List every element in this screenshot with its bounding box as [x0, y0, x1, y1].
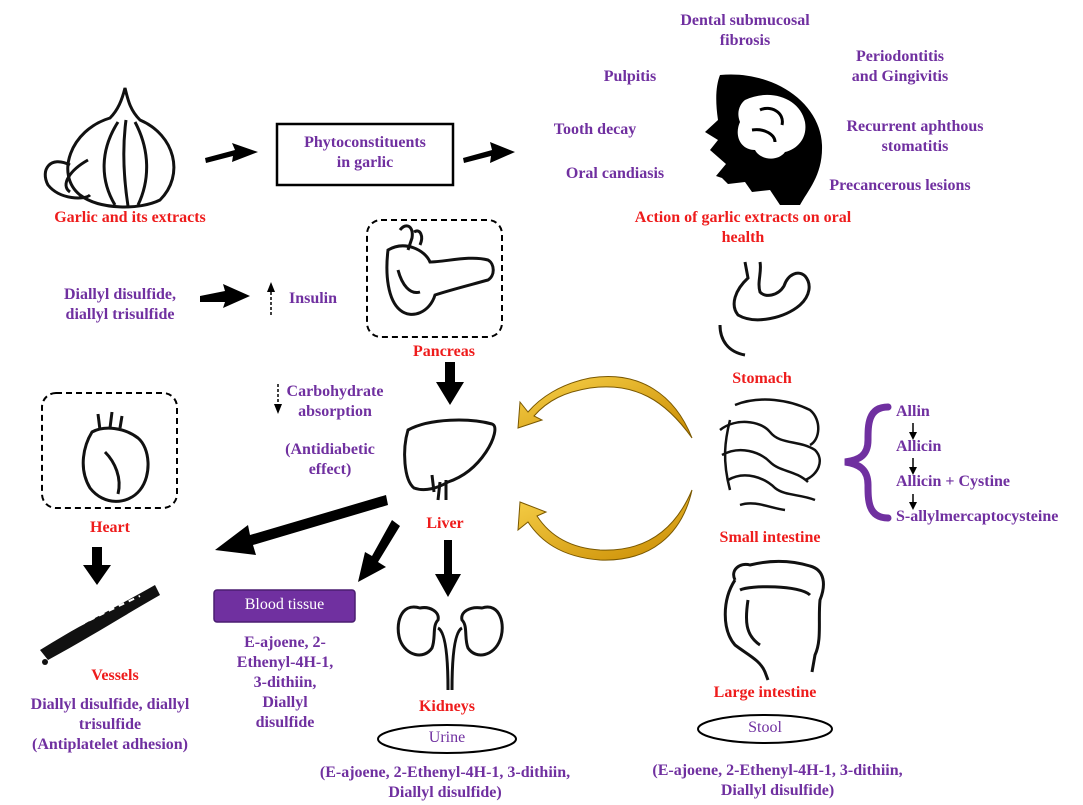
arrow-pancreas-to-liver [436, 362, 464, 405]
insulin-label: Insulin [280, 289, 346, 309]
precancer-label: Precancerous lesions [800, 176, 1000, 196]
urine-label: Urine [378, 729, 516, 747]
urine-detail: (E-ajoene, 2-Ethenyl-4H-1, 3-dithiin, Di… [285, 763, 605, 803]
heart-box [42, 393, 177, 508]
vessels-icon [40, 585, 160, 665]
ras-label: Recurrent aphthous stomatitis [820, 117, 1010, 157]
stool-detail: (E-ajoene, 2-Ethenyl-4H-1, 3-dithiin, Di… [615, 761, 940, 801]
arrow-phyto-to-head [463, 142, 515, 163]
carb-label: Carbohydrate absorption [280, 382, 390, 422]
phyto-label: Phytoconstituents in garlic [280, 133, 450, 173]
metabolism-step: S-allylmercaptocysteine [896, 507, 1058, 527]
arrow-diallyl-to-insulin [200, 284, 250, 308]
blood-tissue-label: Blood tissue [214, 596, 355, 614]
cycle-arrow-lower [518, 490, 692, 560]
metabolism-brace [845, 407, 888, 518]
large-intestine-label: Large intestine [695, 683, 835, 703]
tooth-decay-label: Tooth decay [535, 120, 655, 140]
pulpitis-label: Pulpitis [580, 67, 680, 87]
diallyl-left-label: Diallyl disulfide, diallyl trisulfide [40, 285, 200, 325]
heart-icon [83, 412, 148, 501]
oral-action-label: Action of garlic extracts on oral health [608, 208, 878, 248]
stomach-label: Stomach [712, 369, 812, 389]
vessels-label: Vessels [60, 666, 170, 686]
vessels-detail: Diallyl disulfide, diallyl trisulfide (A… [5, 695, 215, 755]
heart-label: Heart [70, 518, 150, 538]
perio-label: Periodontitis and Gingivitis [825, 47, 975, 87]
antidiabetic-label: (Antidiabetic effect) [275, 440, 385, 480]
kidneys-label: Kidneys [402, 697, 492, 717]
metabolism-step: Allin [896, 402, 930, 422]
pancreas-label: Pancreas [394, 342, 494, 362]
small-intestine-icon [720, 400, 820, 510]
cycle-arrow-upper [518, 377, 692, 438]
garlic-label: Garlic and its extracts [30, 208, 230, 228]
arrow-heart-to-vessels [83, 547, 111, 585]
arrow-garlic-to-phyto [205, 143, 258, 163]
insulin-up-arrow [267, 282, 275, 315]
stool-label: Stool [698, 719, 832, 737]
pancreas-icon [387, 226, 493, 315]
dsf-label: Dental submucosal fibrosis [650, 11, 840, 51]
arrow-liver-to-vessels [215, 495, 388, 555]
liver-icon [405, 420, 495, 500]
stomach-icon [720, 262, 809, 355]
small-intestine-label: Small intestine [700, 528, 840, 548]
candiasis-label: Oral candiasis [545, 164, 685, 184]
kidneys-icon [398, 607, 502, 690]
arrow-liver-to-blood [358, 520, 400, 582]
garlic-icon [45, 88, 174, 207]
large-intestine-icon [725, 561, 823, 680]
metabolism-step: Allicin + Cystine [896, 472, 1010, 492]
blood-detail: E-ajoene, 2- Ethenyl-4H-1, 3-dithiin, Di… [220, 633, 350, 733]
metabolism-step: Allicin [896, 437, 941, 457]
arrow-liver-to-kidneys [435, 540, 461, 597]
liver-label: Liver [410, 514, 480, 534]
